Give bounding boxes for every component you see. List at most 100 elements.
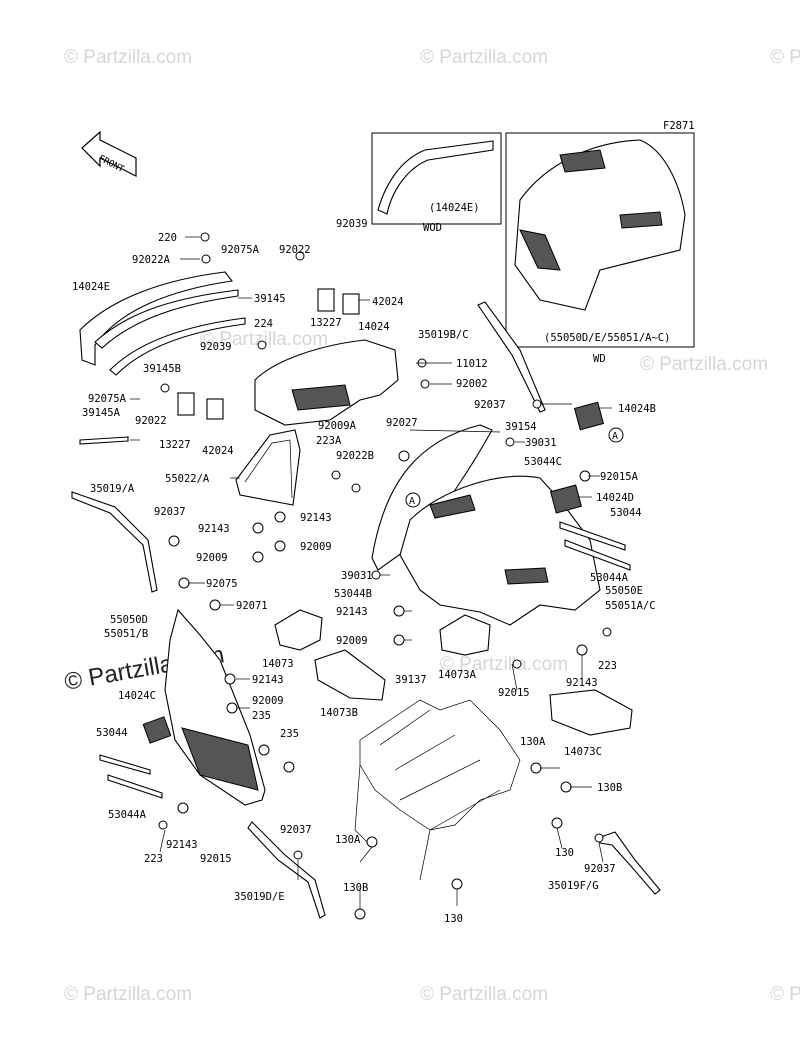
moulding-39145 — [94, 289, 239, 349]
part-label: 92009 — [336, 635, 368, 647]
part-label: 14024B — [618, 403, 656, 415]
grille-55022a — [235, 429, 301, 506]
part-label: 39154 — [505, 421, 537, 433]
moulding-39145b — [109, 317, 246, 376]
part-label: 130B — [343, 882, 368, 894]
vent-14024d — [549, 484, 583, 514]
inset-wod-part: (14024E) — [429, 202, 480, 214]
part-label: 223A — [316, 435, 342, 447]
part-label: 92037 — [474, 399, 506, 411]
callout-a-right: A — [608, 427, 624, 443]
part-label: 92009 — [196, 552, 228, 564]
part-label: 92071 — [236, 600, 268, 612]
meter-panel-14024 — [254, 339, 399, 426]
callout-a-left: A — [405, 492, 421, 508]
part-label: 13227 — [159, 439, 191, 451]
frame-39137 — [359, 699, 521, 831]
inset-wod-caption: WOD — [423, 222, 442, 234]
part-label: 55050D — [110, 614, 148, 626]
part-label: 14024D — [596, 492, 634, 504]
part-label: 92015 — [498, 687, 530, 699]
part-label: 13227 — [310, 317, 342, 329]
part-label: 92143 — [566, 677, 598, 689]
part-label: 55051/B — [104, 628, 148, 640]
part-label: 35019B/C — [418, 329, 469, 341]
duct-14073 — [274, 609, 323, 651]
vent-14024b — [573, 401, 605, 431]
watermark: © Partzilla.com — [440, 654, 568, 675]
watermark: © Partzilla.com — [770, 47, 800, 68]
part-label: 92027 — [386, 417, 418, 429]
inset-wd: (55050D/E/55051/A~C) WD — [505, 132, 695, 365]
part-label: 235 — [252, 710, 271, 722]
strip-35019bc — [477, 301, 546, 413]
part-label: 14073A — [438, 669, 477, 681]
part-42024-left — [206, 398, 224, 420]
part-42024-top — [342, 293, 360, 315]
leader-lines — [130, 236, 612, 909]
part-label: 92037 — [154, 506, 186, 518]
watermark: © Partzilla.com — [64, 47, 192, 68]
part-label: 92009A — [318, 420, 357, 432]
duct-14073c — [549, 689, 633, 736]
part-label: 92015 — [200, 853, 232, 865]
part-label: 35019D/E — [234, 891, 285, 903]
part-label: 92039 — [336, 218, 368, 230]
part-label: 92143 — [198, 523, 230, 535]
part-label: 92075 — [206, 578, 238, 590]
part-label: 92143 — [300, 512, 332, 524]
part-label: 39031 — [341, 570, 373, 582]
inset-wod: (14024E) WOD — [371, 132, 502, 234]
part-label: 92143 — [166, 839, 198, 851]
watermark: © Partzilla.com — [200, 329, 328, 350]
part-label: 92143 — [252, 674, 284, 686]
part-labels: 220 92022A 92075 A 92022 92039 14024E 391… — [72, 218, 656, 925]
watermark: © Partzilla.com — [420, 47, 548, 68]
part-label: 130 — [444, 913, 463, 925]
vent-14024c — [142, 716, 172, 744]
part-label: 35019F/G — [548, 880, 599, 892]
part-label: 92037 — [280, 824, 312, 836]
watermark: © Partzilla.com — [640, 354, 768, 375]
part-label: 42024 — [372, 296, 404, 308]
part-label: 39145 — [254, 293, 286, 305]
strip-53044-right — [559, 521, 626, 551]
part-label: 92002 — [456, 378, 488, 390]
part-label: 223 — [598, 660, 617, 672]
part-label: 53044A — [108, 809, 147, 821]
part-label: 42024 — [202, 445, 234, 457]
part-label: 39145B — [143, 363, 181, 375]
part-label: 55051A/C — [605, 600, 656, 612]
part-label: 92022B — [336, 450, 374, 462]
part-label: 130 — [555, 847, 574, 859]
duct-14073a — [439, 614, 491, 656]
part-label: 39031 — [525, 437, 557, 449]
part-label: 55050E — [605, 585, 643, 597]
part-label: 223 — [144, 853, 163, 865]
part-label: 220 — [158, 232, 177, 244]
part-label: 14073C — [564, 746, 602, 758]
part-label: 14024E — [72, 281, 110, 293]
part-label: 53044C — [524, 456, 562, 468]
strip-53044 — [99, 754, 151, 775]
part-label: 53044 — [96, 727, 128, 739]
svg-text:A: A — [409, 496, 415, 507]
part-label: 14073B — [320, 707, 358, 719]
watermark: © Partzilla.com — [770, 984, 800, 1005]
figure-code: F2871 — [663, 120, 695, 132]
strip-35019a — [71, 491, 158, 593]
part-label: 11012 — [456, 358, 488, 370]
part-label: 92022A — [132, 254, 171, 266]
part-label: 224 — [254, 318, 273, 330]
part-label: 92009 — [252, 695, 284, 707]
part-label: 92022 — [279, 244, 311, 256]
part-label: 53044A — [590, 572, 629, 584]
inset-wd-part: (55050D/E/55051/A~C) — [544, 332, 670, 344]
part-label: 14024 — [358, 321, 390, 333]
part-label: 92009 — [300, 541, 332, 553]
part-label: 53044B — [334, 588, 372, 600]
part-label: 235 — [280, 728, 299, 740]
part-label: 92015A — [600, 471, 639, 483]
part-label: 55022/A — [165, 473, 210, 485]
